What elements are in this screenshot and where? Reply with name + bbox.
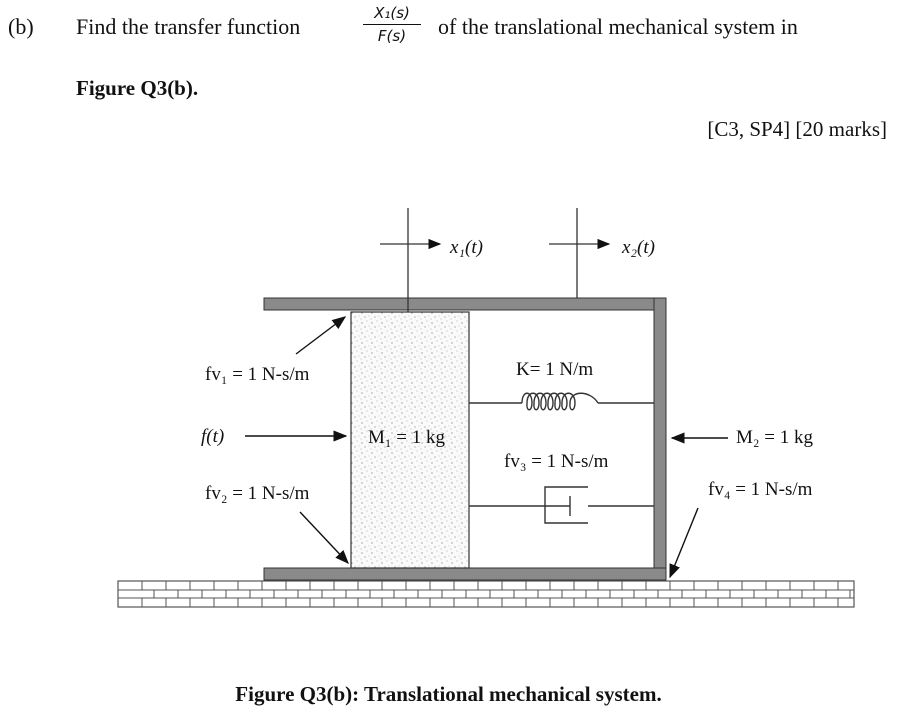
m2-label: M₂ = 1 kg bbox=[736, 427, 813, 448]
figure-caption: Figure Q3(b): Translational mechanical s… bbox=[235, 682, 662, 706]
question-text-after: of the translational mechanical system i… bbox=[438, 14, 798, 39]
fv4-label: fv₄ = 1 N-s/m bbox=[708, 479, 813, 500]
x1-displacement-arrow bbox=[380, 208, 442, 312]
m1-label: M₁ = 1 kg bbox=[368, 427, 445, 448]
fraction-bar bbox=[363, 24, 421, 25]
marks-label: [C3, SP4] [20 marks] bbox=[707, 117, 887, 141]
damper-fv3 bbox=[469, 486, 654, 524]
question-label: (b) bbox=[8, 14, 34, 39]
figure-reference: Figure Q3(b). bbox=[76, 76, 199, 100]
fv4-leader-arrow bbox=[669, 507, 699, 579]
x2-displacement-arrow bbox=[549, 208, 611, 298]
fv2-label: fv₂ = 1 N-s/m bbox=[205, 483, 310, 504]
spring-label: K= 1 N/m bbox=[516, 359, 593, 380]
fraction-denominator: F(s) bbox=[377, 27, 407, 45]
x1-label: x₁(t) bbox=[449, 237, 483, 258]
transfer-function-fraction: X₁(s) F(s) bbox=[363, 4, 421, 45]
fv1-label: fv₁ = 1 N-s/m bbox=[205, 364, 310, 385]
question-text-before: Find the transfer function bbox=[76, 14, 301, 39]
spring-k bbox=[469, 392, 654, 411]
fraction-numerator: X₁(s) bbox=[374, 4, 410, 22]
fv3-label: fv₃ = 1 N-s/m bbox=[504, 451, 609, 472]
fv1-leader-arrow bbox=[295, 316, 347, 355]
x2-label: x₂(t) bbox=[621, 237, 655, 258]
fv2-leader-arrow bbox=[299, 511, 349, 565]
force-label: f(t) bbox=[201, 426, 224, 447]
ground bbox=[117, 580, 855, 608]
m1-block bbox=[350, 311, 470, 569]
